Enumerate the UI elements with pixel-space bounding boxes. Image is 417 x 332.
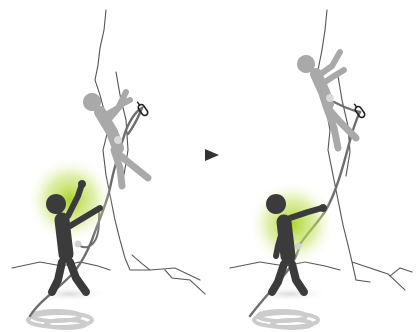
belay-device [75,241,82,248]
rope-coil [254,311,318,328]
climber-figure [297,52,356,148]
ground-shadow [30,286,110,302]
panel-right [230,10,412,328]
panel-left [12,10,205,328]
harness [114,136,122,144]
rock-wall [12,10,205,294]
harness [326,94,334,102]
belay-device [295,243,302,250]
rope-coil [28,311,92,328]
play-arrow-icon [205,149,219,161]
